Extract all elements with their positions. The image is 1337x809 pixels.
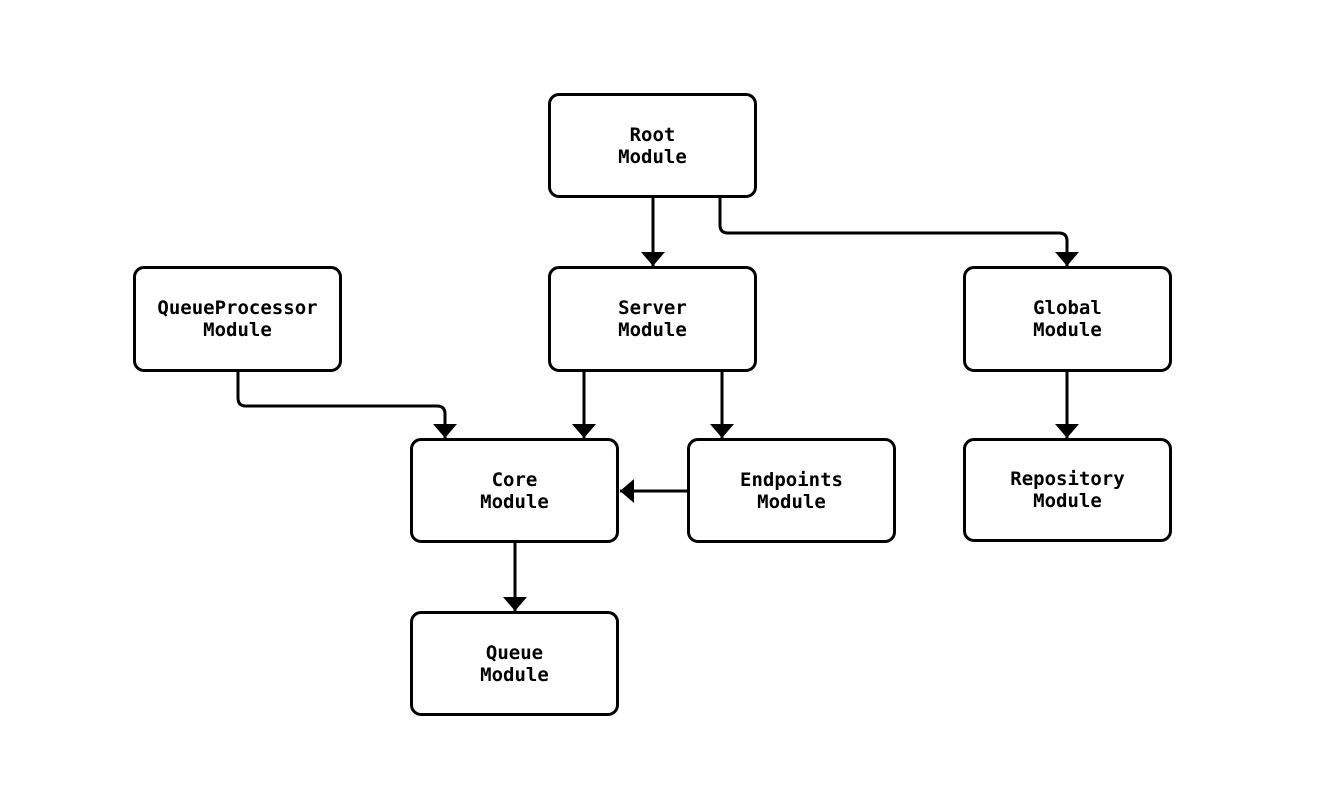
node-core-module-label: Core Module — [480, 468, 549, 513]
node-endpoints-module-label: Endpoints Module — [740, 468, 843, 513]
node-global-module: Global Module — [963, 266, 1172, 372]
node-root-module-label: Root Module — [618, 123, 687, 168]
edge-queueprocessor-to-core — [236, 372, 457, 438]
node-queueprocessor-module-label: QueueProcessor Module — [157, 297, 318, 341]
edge-root-to-global — [718, 198, 1079, 266]
node-endpoints-module: Endpoints Module — [687, 438, 896, 543]
node-server-module: Server Module — [548, 266, 757, 372]
node-root-module: Root Module — [548, 93, 757, 198]
node-global-module-label: Global Module — [1033, 297, 1102, 341]
node-server-module-label: Server Module — [618, 297, 687, 341]
node-queueprocessor-module: QueueProcessor Module — [133, 266, 342, 372]
node-core-module: Core Module — [410, 438, 619, 543]
node-repository-module: Repository Module — [963, 438, 1172, 542]
node-queue-module-label: Queue Module — [480, 641, 549, 686]
node-queue-module: Queue Module — [410, 611, 619, 716]
node-repository-module-label: Repository Module — [1010, 468, 1125, 512]
